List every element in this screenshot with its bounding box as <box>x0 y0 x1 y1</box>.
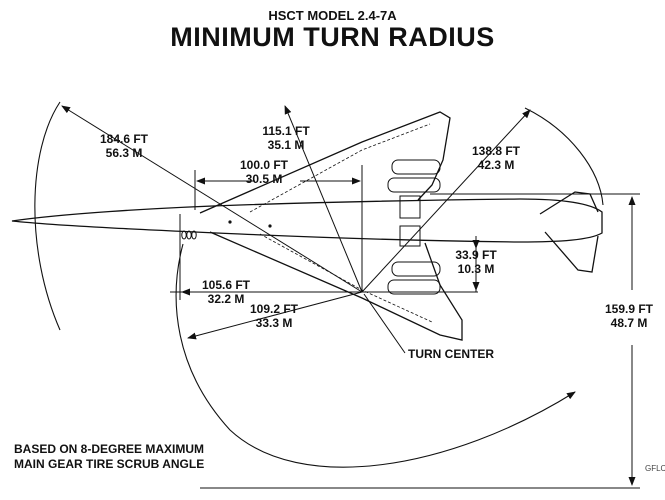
page-title: MINIMUM TURN RADIUS <box>170 22 495 52</box>
nose-radius-arc <box>34 101 61 331</box>
nose-gear <box>181 230 197 240</box>
radius-line-nose-gear <box>187 291 363 340</box>
horizontal-tail <box>544 231 599 273</box>
fuselage-marker <box>268 224 272 228</box>
model-title: HSCT MODEL 2.4-7A <box>268 8 397 23</box>
vertical-tail <box>539 191 599 215</box>
upper-wing <box>199 111 451 214</box>
turn-center-leader <box>363 293 406 354</box>
scrub-angle-note: BASED ON 8-DEGREE MAXIMUM MAIN GEAR TIRE… <box>14 442 205 471</box>
engine-nacelles <box>387 159 441 295</box>
radius-line-nose <box>61 105 363 293</box>
tail-radius-arc <box>524 107 604 206</box>
radius-line-tail <box>361 109 531 293</box>
nose-gear-arc <box>175 243 576 468</box>
fuselage <box>11 198 603 243</box>
cockpit-window <box>228 220 232 224</box>
radius-line-wingtip <box>284 105 363 293</box>
figure-code: GFLC <box>645 464 665 473</box>
label-turn-center: TURN CENTER <box>408 347 494 361</box>
upper-wing-inner-edge <box>249 123 431 213</box>
